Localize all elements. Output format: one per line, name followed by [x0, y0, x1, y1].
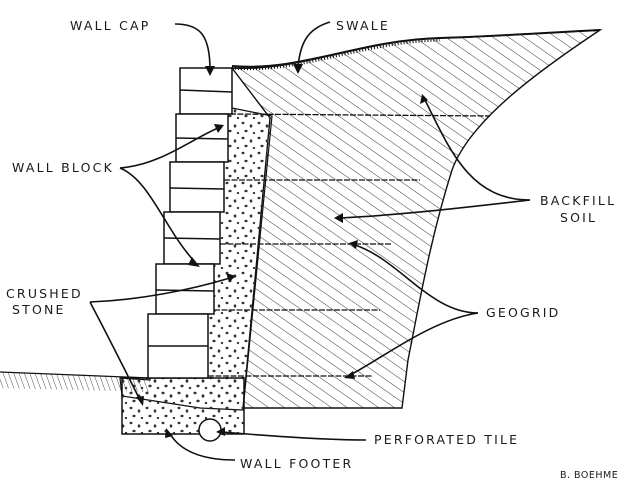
- geogrid-layers: [208, 113, 491, 377]
- label-backfill-2: SOIL: [560, 210, 597, 225]
- label-perforated-tile: PERFORATED TILE: [374, 432, 519, 447]
- front-ground-line: [0, 371, 151, 379]
- geogrid-arrow-1: [354, 244, 479, 314]
- crushed-stone-arrow-1: [89, 277, 231, 303]
- arrowhead: [136, 396, 144, 406]
- arrowhead: [226, 273, 236, 282]
- backfill-arrow-1: [424, 99, 531, 201]
- arrowheads: [136, 64, 428, 438]
- perforated-tile-arrow: [221, 431, 367, 441]
- perforated-tile: [198, 418, 222, 442]
- backfill-soil-region: [230, 29, 603, 409]
- wall-block: [169, 161, 225, 213]
- arrowhead: [293, 64, 303, 74]
- signature: B. BOEHME: [560, 470, 618, 481]
- label-wall-footer: WALL FOOTER: [240, 456, 353, 471]
- leader-lines: [89, 21, 531, 461]
- arrowhead: [216, 427, 225, 436]
- arrowhead: [334, 213, 343, 223]
- label-crushed-2: STONE: [12, 302, 66, 317]
- geogrid-arrow-2: [349, 312, 479, 376]
- arrowhead: [165, 428, 173, 438]
- arrowhead: [188, 257, 200, 267]
- wall-block-arrow-1: [119, 127, 219, 169]
- wall-blocks: [147, 67, 233, 379]
- label-wall-block: WALL BLOCK: [12, 160, 114, 175]
- backfill-arrow-2: [339, 199, 531, 219]
- label-backfill-1: BACKFILL: [540, 193, 616, 208]
- label-swale: SWALE: [336, 18, 390, 33]
- arrowhead: [349, 240, 358, 249]
- arrowhead: [205, 66, 215, 76]
- geogrid-layer: [229, 113, 491, 117]
- arrowhead: [420, 94, 428, 104]
- label-crushed-1: CRUSHED: [6, 286, 83, 301]
- label-wall-cap: WALL CAP: [70, 18, 151, 33]
- wall-footer-arrow: [169, 433, 236, 461]
- wall-block-arrow-2: [119, 167, 196, 263]
- swale-arrow: [297, 21, 331, 69]
- swale-surface: [231, 29, 601, 68]
- crushed-stone-arrow-2: [89, 301, 141, 401]
- wall-cap-arrow: [174, 23, 211, 71]
- label-geogrid: GEOGRID: [486, 305, 561, 320]
- wall-footer: [121, 377, 245, 435]
- swale-grass: [231, 38, 441, 71]
- arrowhead: [344, 371, 355, 379]
- arrowhead: [214, 124, 224, 133]
